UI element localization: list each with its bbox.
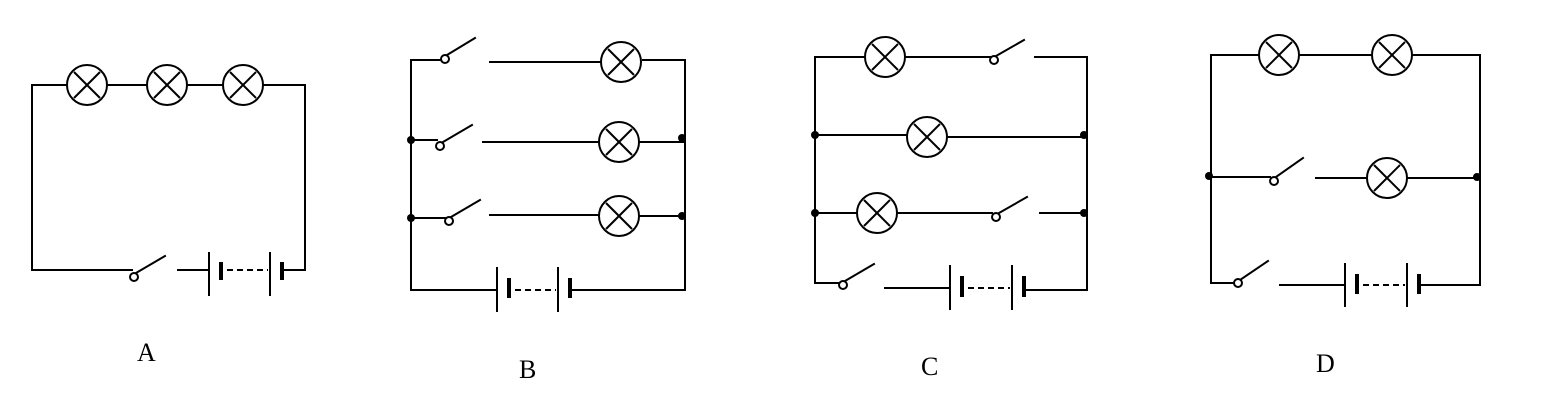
circuit-a <box>31 64 306 296</box>
lamp-icon <box>1371 34 1413 76</box>
junction-node <box>811 131 819 139</box>
battery-icon <box>177 252 284 296</box>
switch-icon <box>1233 259 1270 288</box>
junction-node <box>811 209 819 217</box>
option-label-b: B <box>519 355 537 384</box>
circuit-d <box>1205 34 1481 307</box>
lamp-icon <box>600 41 642 83</box>
option-label-c: C <box>921 352 939 381</box>
switch-icon <box>991 195 1029 222</box>
circuit-c <box>811 36 1088 310</box>
junction-node <box>1080 209 1088 217</box>
switch-icon <box>989 38 1026 65</box>
lamp-icon <box>146 64 188 106</box>
junction-node <box>678 134 686 142</box>
switch-icon <box>444 198 482 226</box>
lamp-icon <box>598 195 640 237</box>
lamp-icon <box>222 64 264 106</box>
battery-icon <box>496 267 572 312</box>
option-label-d: D <box>1316 349 1335 378</box>
switch-icon <box>440 36 477 64</box>
lamp-icon <box>1258 34 1300 76</box>
circuit-b <box>407 36 686 312</box>
junction-node <box>1080 131 1088 139</box>
junction-node <box>678 212 686 220</box>
option-label-a: A <box>137 338 156 367</box>
switch-icon <box>435 123 474 151</box>
lamp-icon <box>906 116 948 158</box>
lamp-icon <box>598 121 640 163</box>
switch-icon <box>838 262 876 290</box>
lamp-icon <box>864 36 906 78</box>
lamp-icon <box>1366 157 1408 199</box>
junction-node <box>1473 173 1481 181</box>
switch-icon <box>129 254 167 282</box>
junction-node <box>407 136 415 144</box>
switch-icon <box>1269 156 1305 186</box>
lamp-icon <box>856 192 898 234</box>
lamp-icon <box>66 64 108 106</box>
battery-icon <box>949 265 1026 310</box>
junction-node <box>1205 172 1213 180</box>
junction-node <box>407 214 415 222</box>
battery-icon <box>1344 263 1421 307</box>
